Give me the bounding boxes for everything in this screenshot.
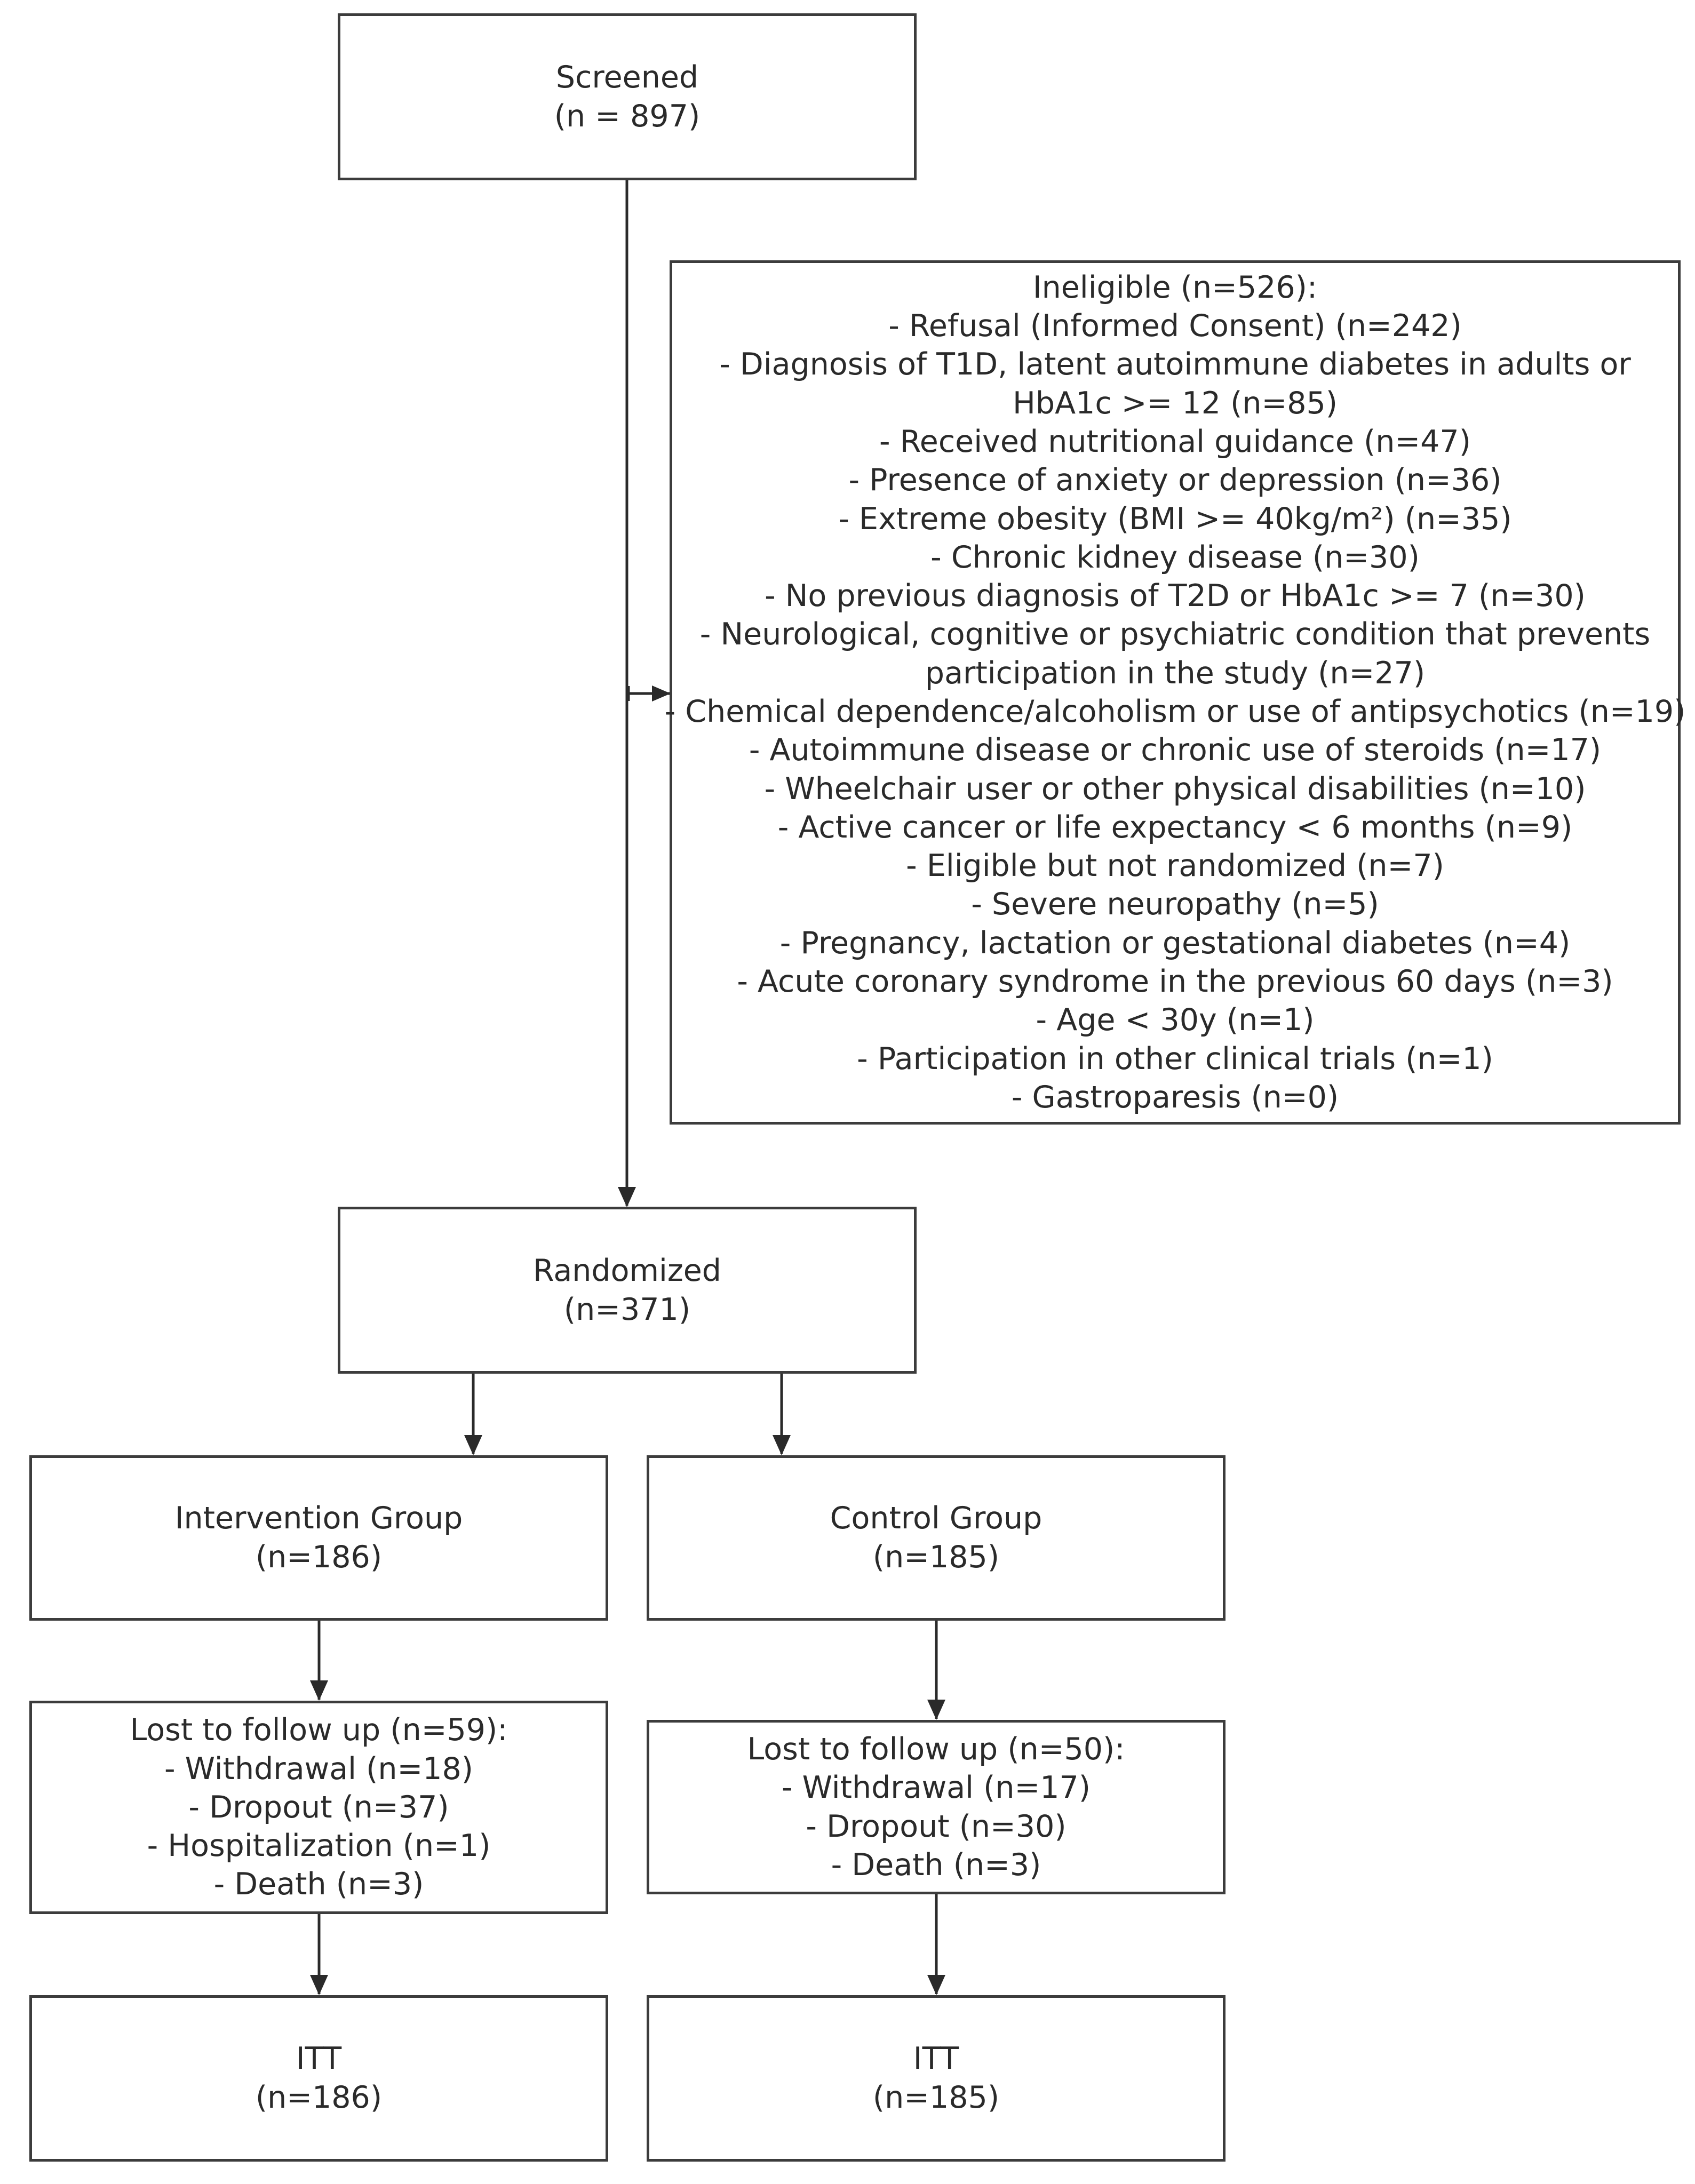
intervention-itt-box: ITT (n=186): [29, 1995, 608, 2162]
ineligible-item: - Received nutritional guidance (n=47): [879, 424, 1471, 459]
intervention-lost-item: - Dropout (n=37): [188, 1789, 449, 1825]
screened-title: Screened: [555, 59, 699, 95]
control-lost-box: Lost to follow up (n=50): - Withdrawal (…: [647, 1720, 1226, 1894]
control-itt-box: ITT (n=185): [647, 1995, 1226, 2162]
intervention-itt-count: (n=186): [255, 2080, 383, 2115]
ineligible-item: - Pregnancy, lactation or gestational di…: [779, 925, 1571, 961]
control-lost-title: Lost to follow up (n=50):: [747, 1731, 1125, 1767]
intervention-itt-title: ITT: [296, 2041, 342, 2076]
control-itt-title: ITT: [913, 2041, 959, 2076]
intervention-lost-item: - Death (n=3): [213, 1867, 424, 1902]
ineligible-item: - Presence of anxiety or depression (n=3…: [848, 463, 1502, 498]
intervention-lost-title: Lost to follow up (n=59):: [130, 1712, 508, 1748]
randomized-box: Randomized (n=371): [338, 1207, 917, 1374]
ineligible-item: - Wheelchair user or other physical disa…: [764, 771, 1586, 807]
ineligible-item: - Participation in other clinical trials…: [857, 1041, 1493, 1077]
randomized-title: Randomized: [533, 1253, 721, 1288]
intervention-lost-box: Lost to follow up (n=59): - Withdrawal (…: [29, 1701, 608, 1914]
control-lost-item: - Dropout (n=30): [806, 1808, 1067, 1844]
ineligible-item: - Chronic kidney disease (n=30): [930, 539, 1420, 575]
ineligible-item: - Refusal (Informed Consent) (n=242): [888, 308, 1462, 344]
ineligible-item: - No previous diagnosis of T2D or HbA1c …: [765, 578, 1586, 614]
control-group-count: (n=185): [872, 1540, 1000, 1575]
ineligible-box: Ineligible (n=526): - Refusal (Informed …: [665, 260, 1685, 1125]
ineligible-item: - Extreme obesity (BMI >= 40kg/m²) (n=35…: [838, 501, 1512, 537]
ineligible-item: - Neurological, cognitive or psychiatric…: [699, 617, 1651, 652]
intervention-group-box: Intervention Group (n=186): [29, 1455, 608, 1621]
screened-box: Screened (n = 897): [338, 13, 917, 180]
ineligible-item: - Chemical dependence/alcoholism or use …: [664, 694, 1686, 729]
ineligible-item: - Acute coronary syndrome in the previou…: [737, 964, 1613, 1000]
control-itt-count: (n=185): [872, 2080, 1000, 2115]
intervention-group-count: (n=186): [255, 1540, 383, 1575]
ineligible-item: participation in the study (n=27): [925, 655, 1426, 691]
ineligible-item: - Age < 30y (n=1): [1036, 1002, 1315, 1038]
randomized-count: (n=371): [563, 1292, 691, 1327]
ineligible-item: - Eligible but not randomized (n=7): [906, 848, 1444, 884]
ineligible-title: Ineligible (n=526):: [1032, 269, 1318, 305]
ineligible-item: - Active cancer or life expectancy < 6 m…: [777, 809, 1573, 845]
intervention-lost-item: - Hospitalization (n=1): [147, 1828, 491, 1864]
control-lost-item: - Withdrawal (n=17): [781, 1770, 1091, 1806]
ineligible-item: - Diagnosis of T1D, latent autoimmune di…: [719, 347, 1631, 382]
intervention-lost-item: - Withdrawal (n=18): [164, 1751, 474, 1787]
control-group-title: Control Group: [830, 1501, 1043, 1536]
control-group-box: Control Group (n=185): [647, 1455, 1226, 1621]
ineligible-item: HbA1c >= 12 (n=85): [1013, 385, 1338, 421]
control-lost-item: - Death (n=3): [831, 1847, 1041, 1883]
intervention-group-title: Intervention Group: [174, 1501, 463, 1536]
screened-count: (n = 897): [554, 98, 701, 134]
ineligible-item: - Autoimmune disease or chronic use of s…: [749, 732, 1602, 768]
ineligible-item: - Gastroparesis (n=0): [1011, 1079, 1339, 1115]
ineligible-item: - Severe neuropathy (n=5): [971, 887, 1379, 922]
